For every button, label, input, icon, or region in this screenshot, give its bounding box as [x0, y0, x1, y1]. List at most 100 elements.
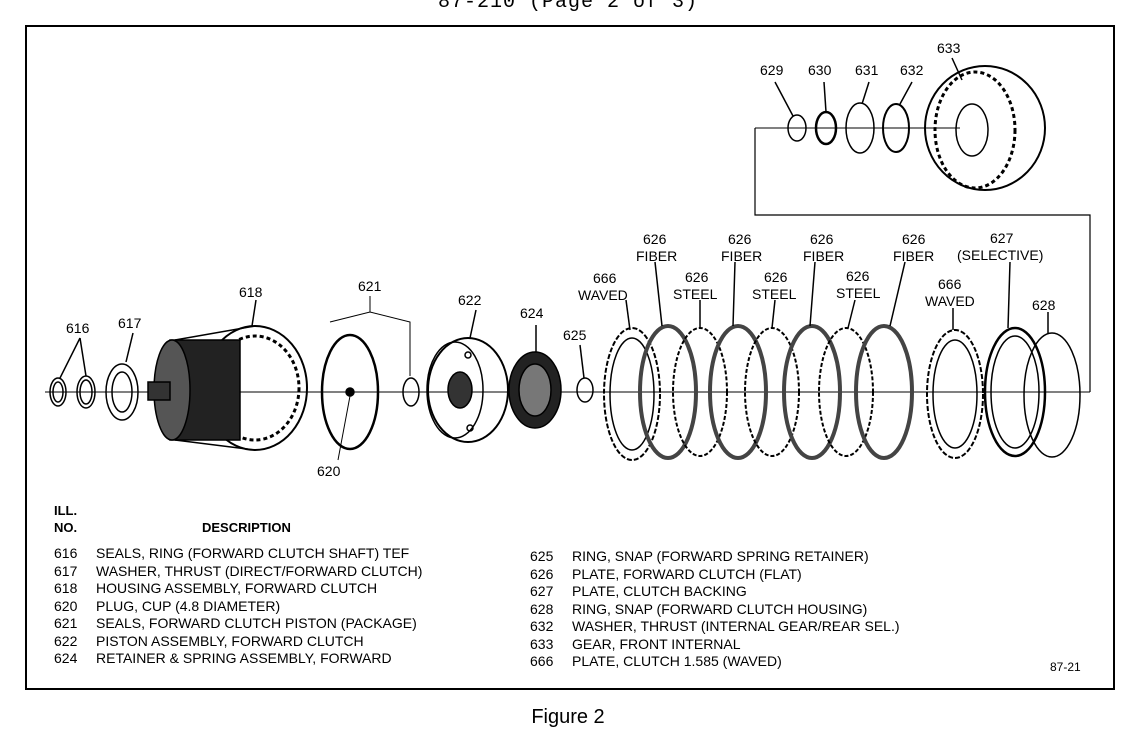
legend-number: 624	[54, 650, 78, 666]
legend-row: 625 RING, SNAP (FORWARD SPRING RETAINER)	[530, 548, 900, 566]
callout-626c-number: 626	[728, 231, 752, 247]
legend-row: 632 WASHER, THRUST (INTERNAL GEAR/REAR SE…	[530, 618, 900, 636]
legend-number: 626	[530, 565, 554, 582]
legend-row: 624 RETAINER & SPRING ASSEMBLY, FORWARD	[54, 650, 422, 668]
legend-row: 617 WASHER, THRUST (DIRECT/FORWARD CLUTCH…	[54, 563, 422, 581]
callout-626c-text: FIBER	[721, 248, 762, 264]
callout-626e-number: 626	[810, 231, 834, 247]
callout-626b-text: STEEL	[673, 286, 718, 302]
legend-description: PLATE, CLUTCH 1.585 (WAVED)	[572, 653, 782, 669]
diagram-frame	[25, 25, 1115, 690]
callout-626e-text: FIBER	[803, 248, 844, 264]
callout-617: 617	[118, 315, 142, 331]
legend-number: 616	[54, 545, 78, 561]
part-625-snap-ring	[576, 344, 594, 403]
callout-626d-number: 626	[764, 269, 788, 285]
legend-number: 617	[54, 562, 78, 579]
callout-626g-number: 626	[902, 231, 926, 247]
legend-row: 628 RING, SNAP (FORWARD CLUTCH HOUSING)	[530, 601, 900, 619]
callout-624: 624	[520, 305, 544, 321]
callout-621: 621	[358, 278, 382, 294]
page-header: 87-210 (Page 2 of 3)	[437, 0, 699, 14]
legend-description: PLUG, CUP (4.8 DIAMETER)	[96, 597, 281, 614]
legend-description: RING, SNAP (FORWARD CLUTCH HOUSING)	[572, 600, 868, 617]
part-622-piston	[426, 309, 509, 443]
callout-616: 616	[66, 320, 90, 336]
callout-620: 620	[317, 463, 341, 479]
part-624-retainer-spring	[508, 325, 562, 429]
legend-description: RING, SNAP (FORWARD SPRING RETAINER)	[572, 548, 869, 564]
part-666-waved-plate	[926, 308, 984, 459]
legend-number: 618	[54, 580, 78, 596]
part-616-seal-rings	[49, 337, 96, 409]
figure-caption: Figure 2	[531, 706, 605, 728]
callout-626a-number: 626	[643, 231, 667, 247]
callout-627-text: (SELECTIVE)	[957, 247, 1043, 263]
callout-628: 628	[1032, 297, 1056, 313]
callout-626d-text: STEEL	[752, 286, 797, 302]
legend-row: 616 SEALS, RING (FORWARD CLUTCH SHAFT) TE…	[54, 545, 422, 563]
legend-row: 622 PISTON ASSEMBLY, FORWARD CLUTCH	[54, 633, 422, 651]
legend-row: 626 PLATE, FORWARD CLUTCH (FLAT)	[530, 566, 900, 584]
callout-666b-number: 666	[938, 276, 962, 292]
legend-row: 666 PLATE, CLUTCH 1.585 (WAVED)	[530, 653, 900, 671]
legend-description: HOUSING ASSEMBLY, FORWARD CLUTCH	[96, 580, 378, 596]
callout-625: 625	[563, 327, 587, 343]
legend-description: SEALS, RING (FORWARD CLUTCH SHAFT) TEF	[96, 545, 410, 561]
legend-number: 628	[530, 600, 554, 617]
part-629-to-633-gear-group	[774, 57, 1046, 191]
callout-630: 630	[808, 62, 832, 78]
legend-description: GEAR, FRONT INTERNAL	[572, 635, 741, 652]
ill-label: ILL.	[54, 503, 78, 518]
part-618-clutch-housing	[147, 299, 308, 451]
callout-626b-number: 626	[685, 269, 709, 285]
callout-633: 633	[937, 40, 961, 56]
legend-column-header: ILL. NO.	[54, 502, 77, 536]
callout-631: 631	[855, 62, 879, 78]
legend-row: 633 GEAR, FRONT INTERNAL	[530, 636, 900, 654]
legend-row: 620 PLUG, CUP (4.8 DIAMETER)	[54, 598, 422, 616]
legend-number: 666	[530, 653, 554, 669]
callout-626f-text: STEEL	[836, 285, 881, 301]
callout-632: 632	[900, 62, 924, 78]
legend-row: 621 SEALS, FORWARD CLUTCH PISTON (PACKAGE…	[54, 615, 422, 633]
part-621-piston-seals	[320, 296, 420, 451]
legend-description: WASHER, THRUST (DIRECT/FORWARD CLUTCH)	[96, 562, 423, 579]
callout-627-number: 627	[990, 230, 1014, 246]
callout-666b-text: WAVED	[925, 293, 975, 309]
part-626-clutch-plate-stack	[603, 261, 914, 461]
legend-number: 627	[530, 583, 554, 599]
callout-626f-number: 626	[846, 268, 870, 284]
legend-number: 620	[54, 597, 78, 614]
part-620-cup-plug	[337, 387, 355, 461]
callout-666a-number: 666	[593, 270, 617, 286]
callout-618: 618	[239, 284, 263, 300]
callout-626g-text: FIBER	[893, 248, 934, 264]
legend-number: 622	[54, 632, 78, 649]
figure-code: 87-21	[1050, 660, 1081, 674]
legend-number: 633	[530, 635, 554, 652]
legend-row: 627 PLATE, CLUTCH BACKING	[530, 583, 900, 601]
description-header: DESCRIPTION	[202, 520, 291, 535]
legend-description: PLATE, FORWARD CLUTCH (FLAT)	[572, 565, 802, 582]
legend-description: WASHER, THRUST (INTERNAL GEAR/REAR SEL.)	[572, 618, 900, 634]
part-627-backing-plate	[983, 261, 1047, 458]
legend-left-column: 616 SEALS, RING (FORWARD CLUTCH SHAFT) TE…	[54, 545, 422, 668]
part-617-thrust-washer	[105, 332, 139, 421]
callout-622: 622	[458, 292, 482, 308]
legend-description: PLATE, CLUTCH BACKING	[572, 583, 747, 599]
legend-number: 632	[530, 618, 554, 634]
callout-666a-text: WAVED	[578, 287, 628, 303]
no-label: NO.	[54, 520, 78, 535]
legend-row: 618 HOUSING ASSEMBLY, FORWARD CLUTCH	[54, 580, 422, 598]
part-628-snap-ring	[1023, 312, 1081, 458]
assembly-bracket-line	[754, 128, 1091, 392]
legend-description: RETAINER & SPRING ASSEMBLY, FORWARD	[96, 650, 392, 666]
legend-number: 621	[54, 615, 78, 631]
legend-description: SEALS, FORWARD CLUTCH PISTON (PACKAGE)	[96, 615, 417, 631]
legend-description: PISTON ASSEMBLY, FORWARD CLUTCH	[96, 632, 364, 649]
legend-number: 625	[530, 548, 554, 564]
callout-626a-text: FIBER	[636, 248, 677, 264]
